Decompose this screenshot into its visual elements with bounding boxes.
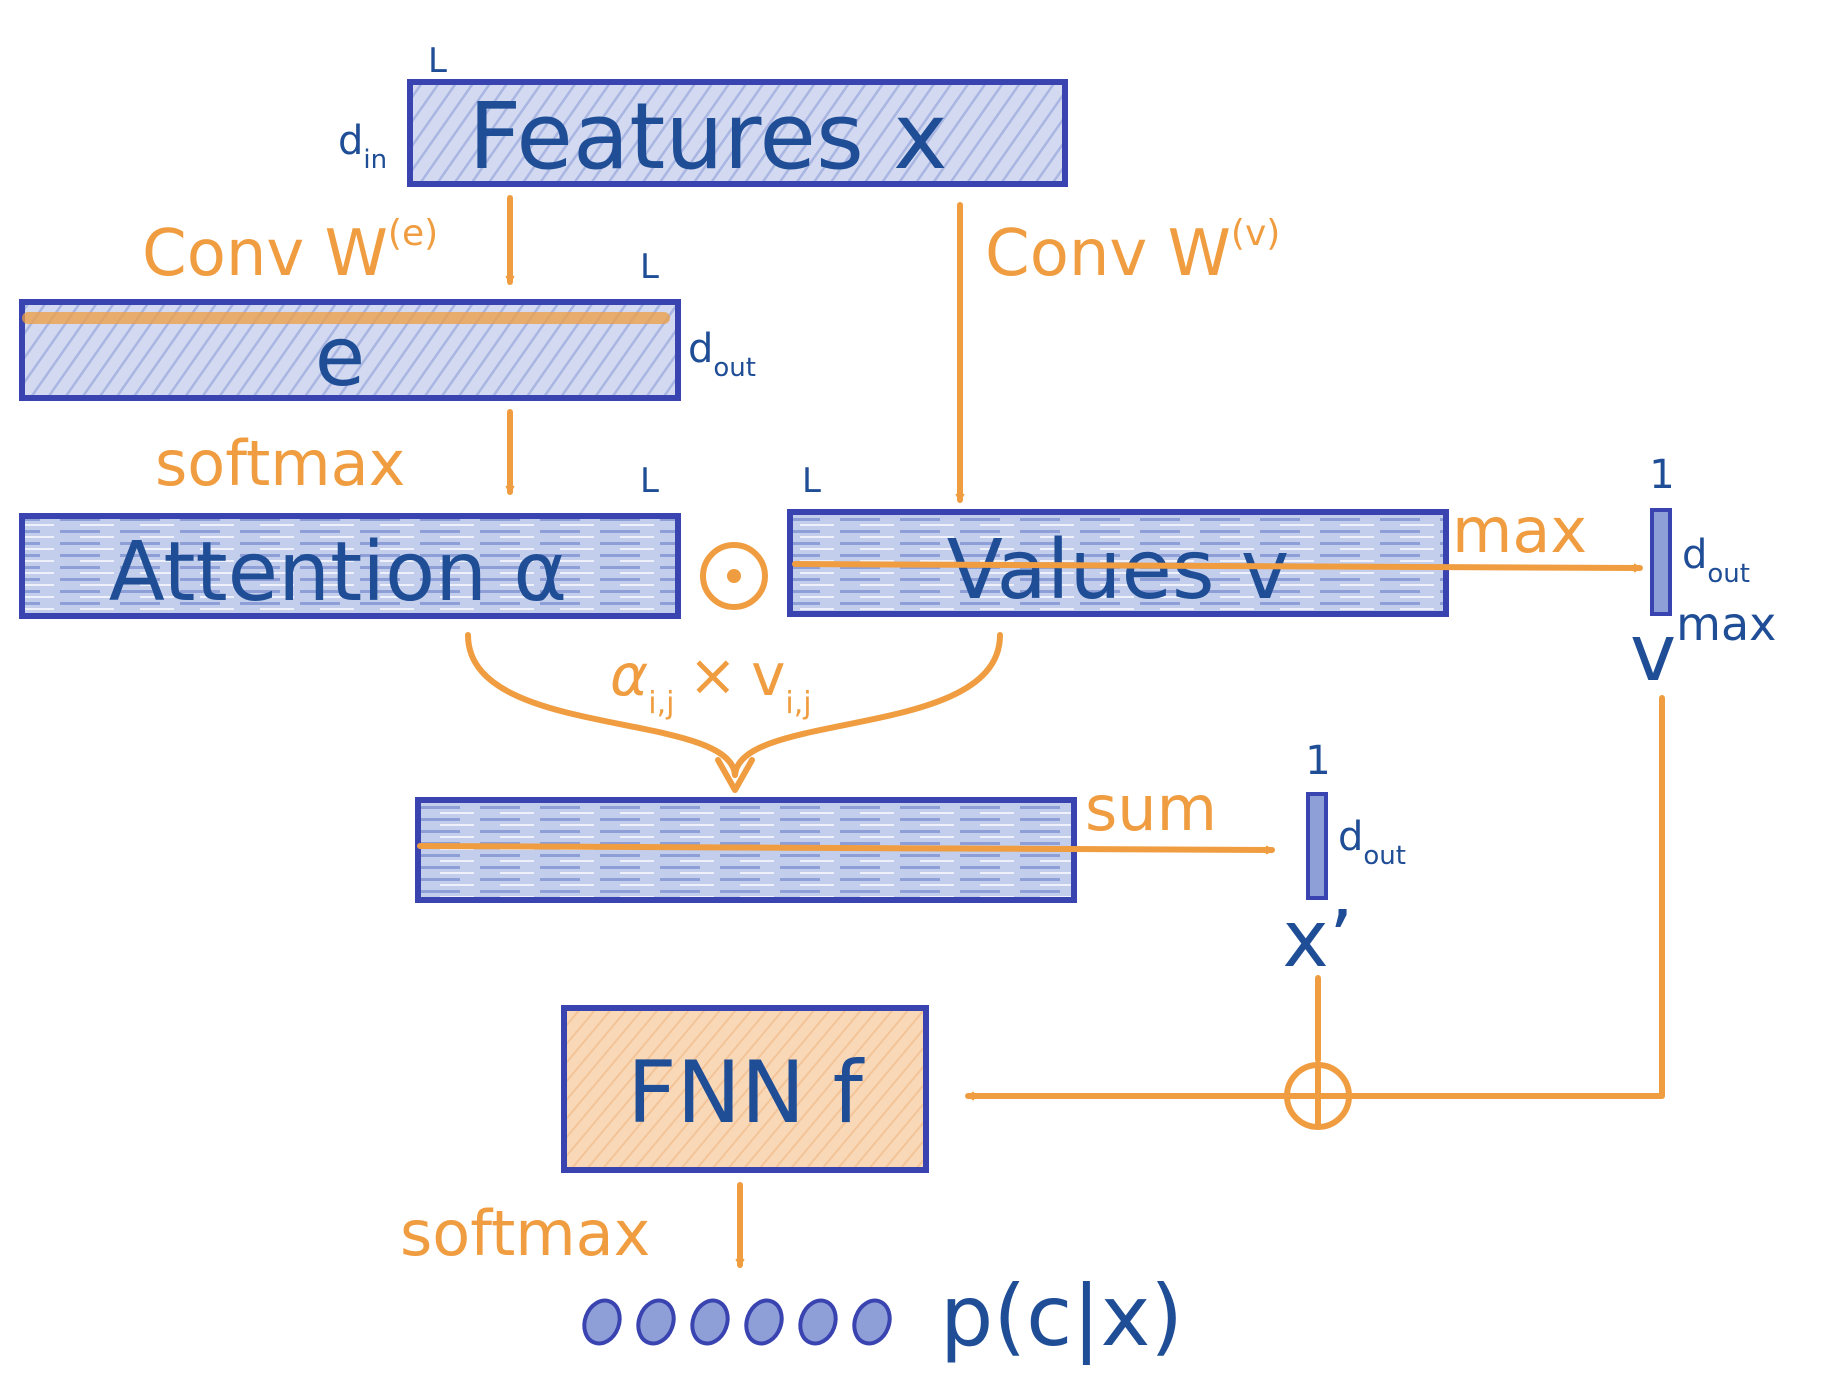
features-dim-d: din — [338, 118, 387, 175]
values-dim-L: L — [802, 461, 821, 501]
vmax-vector — [1650, 508, 1672, 616]
output-label: p(c|x) — [940, 1267, 1183, 1365]
vmax-dim-d: dout — [1682, 532, 1750, 589]
output-dots — [582, 1298, 892, 1346]
features-dim-L: L — [428, 41, 447, 81]
conv-v-label: Conv W(v) — [985, 213, 1280, 291]
attention-dim-L: L — [640, 461, 659, 501]
vmax-dim-1: 1 — [1649, 452, 1674, 498]
xprime-vector — [1306, 792, 1328, 900]
e-label: e — [315, 310, 365, 405]
sum-arrow — [417, 843, 1275, 855]
output-dot — [582, 1298, 622, 1346]
fnn-label: FNN f — [627, 1043, 864, 1143]
max-arrow — [792, 561, 1643, 573]
conv-e-label: Conv W(e) — [142, 213, 438, 291]
product-label: αi,j×vi,j — [610, 641, 812, 721]
softmax-top-label: softmax — [155, 427, 405, 500]
sum-label: sum — [1085, 772, 1217, 845]
oplus-icon — [1284, 1062, 1352, 1130]
softmax-bottom-label: softmax — [400, 1197, 650, 1270]
odot-symbol: ⊙ — [734, 589, 735, 591]
features-label: Features x — [468, 83, 947, 190]
xprime-dim-1: 1 — [1305, 738, 1330, 784]
output-dot — [690, 1298, 730, 1346]
output-dot — [798, 1298, 838, 1346]
odot-icon — [700, 542, 768, 610]
output-dot — [636, 1298, 676, 1346]
xprime-label: x’ — [1283, 895, 1354, 985]
max-label: max — [1452, 494, 1587, 567]
output-dot — [852, 1298, 892, 1346]
attention-box — [19, 513, 681, 619]
features-box — [407, 79, 1068, 187]
xprime-dim-d: dout — [1338, 814, 1406, 871]
alpha-curve — [465, 632, 738, 778]
e-dim-d: dout — [688, 326, 756, 383]
output-dot — [744, 1298, 784, 1346]
values-label: Values v — [947, 523, 1290, 618]
product-arrowhead — [715, 757, 755, 793]
v-curve — [732, 632, 1003, 778]
vmax-down-line — [1347, 695, 1665, 1099]
vmax-label: vmax — [1630, 597, 1776, 699]
fnn-box — [561, 1005, 929, 1173]
attention-label: Attention α — [109, 525, 568, 620]
e-dim-L: L — [640, 247, 659, 287]
